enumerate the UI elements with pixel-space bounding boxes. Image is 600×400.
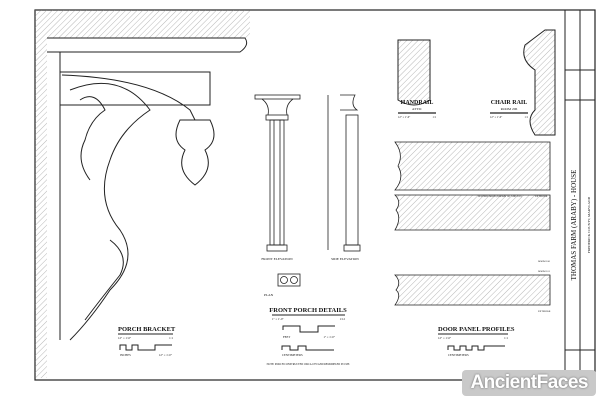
side-elevation-drawing <box>327 94 361 252</box>
post-hatch <box>35 38 47 378</box>
porch-bracket-drawing <box>47 37 248 341</box>
sheet-title: THOMAS FARM (ARABY) - HOUSE <box>570 170 578 281</box>
watermark-logo: AncientFaces <box>462 370 596 396</box>
porch-bracket-ratio: 1:1 <box>169 336 173 340</box>
feet-unit: FEET <box>283 335 290 339</box>
feet-scale-bar <box>282 325 335 333</box>
chair-rail-profile <box>523 29 556 136</box>
door-label-3: ROOM 106 <box>538 260 551 263</box>
sheet-subtitle: FREDERICK COUNTY, MARYLAND <box>587 196 592 253</box>
cm-scale-bar <box>281 345 334 351</box>
door-label-1: SECOND DOOR (ROOMS 101 AND 102) <box>478 195 522 198</box>
handrail-sub: ATTIC <box>412 107 423 111</box>
cm-unit: CENTIMETERS <box>282 353 303 357</box>
handrail-scale: 12" = 1'-0" <box>398 116 410 119</box>
door-label-5: EXTERIOR <box>538 310 551 313</box>
porch-bracket-scale-bar <box>119 344 172 351</box>
wall-hatch <box>35 10 250 38</box>
door-panels-ratio: 1:1 <box>504 336 508 340</box>
front-elevation-label: FRONT ELEVATION <box>261 257 293 261</box>
front-porch-title: FRONT PORCH DETAILS <box>269 307 347 314</box>
handrail-ratio: 1:1 <box>432 116 436 119</box>
door-panels-scale: 12" = 1'-0" <box>438 336 452 340</box>
door-scale-bar <box>447 345 505 351</box>
porch-bracket-scale: 12" = 1'-0" <box>118 336 132 340</box>
chair-rail-ratio: 1:1 <box>524 116 528 119</box>
front-porch-note: NOTE: PORCH CONSTRUCTED CIRCA 1870 AND R… <box>267 363 350 366</box>
chair-rail-scale: 12" = 1'-0" <box>490 116 502 119</box>
handrail-title: HANDRAIL <box>401 100 434 106</box>
door-unit: CENTIMETERS <box>448 353 469 357</box>
door-label-4: ROOM 101 <box>538 270 551 273</box>
door-label-2: EXTERIOR <box>535 195 548 198</box>
door-panels-title: DOOR PANEL PROFILES <box>438 326 515 333</box>
title-block: THOMAS FARM (ARABY) - HOUSE FREDERICK CO… <box>564 10 595 380</box>
chair-rail-sub: ROOM 206 <box>501 107 518 111</box>
porch-bracket-scale2: 12" = 1'-0" <box>159 353 173 357</box>
front-elevation-drawing <box>254 94 301 252</box>
door-panel-profiles <box>394 141 551 306</box>
porch-bracket-unit: INCHES <box>120 353 131 357</box>
plan-drawing <box>277 273 301 287</box>
front-porch-ratio: 1:12 <box>340 317 346 321</box>
handrail-profile <box>397 39 431 106</box>
plan-label: PLAN <box>264 293 274 297</box>
porch-bracket-title: PORCH BRACKET <box>118 326 176 333</box>
front-porch-scale2: 1" = 1'-0" <box>323 335 335 339</box>
side-elevation-label: SIDE ELEVATION <box>331 257 359 261</box>
front-porch-scale: 1" = 1'-0" <box>272 317 284 321</box>
chair-rail-title: CHAIR RAIL <box>491 100 528 106</box>
